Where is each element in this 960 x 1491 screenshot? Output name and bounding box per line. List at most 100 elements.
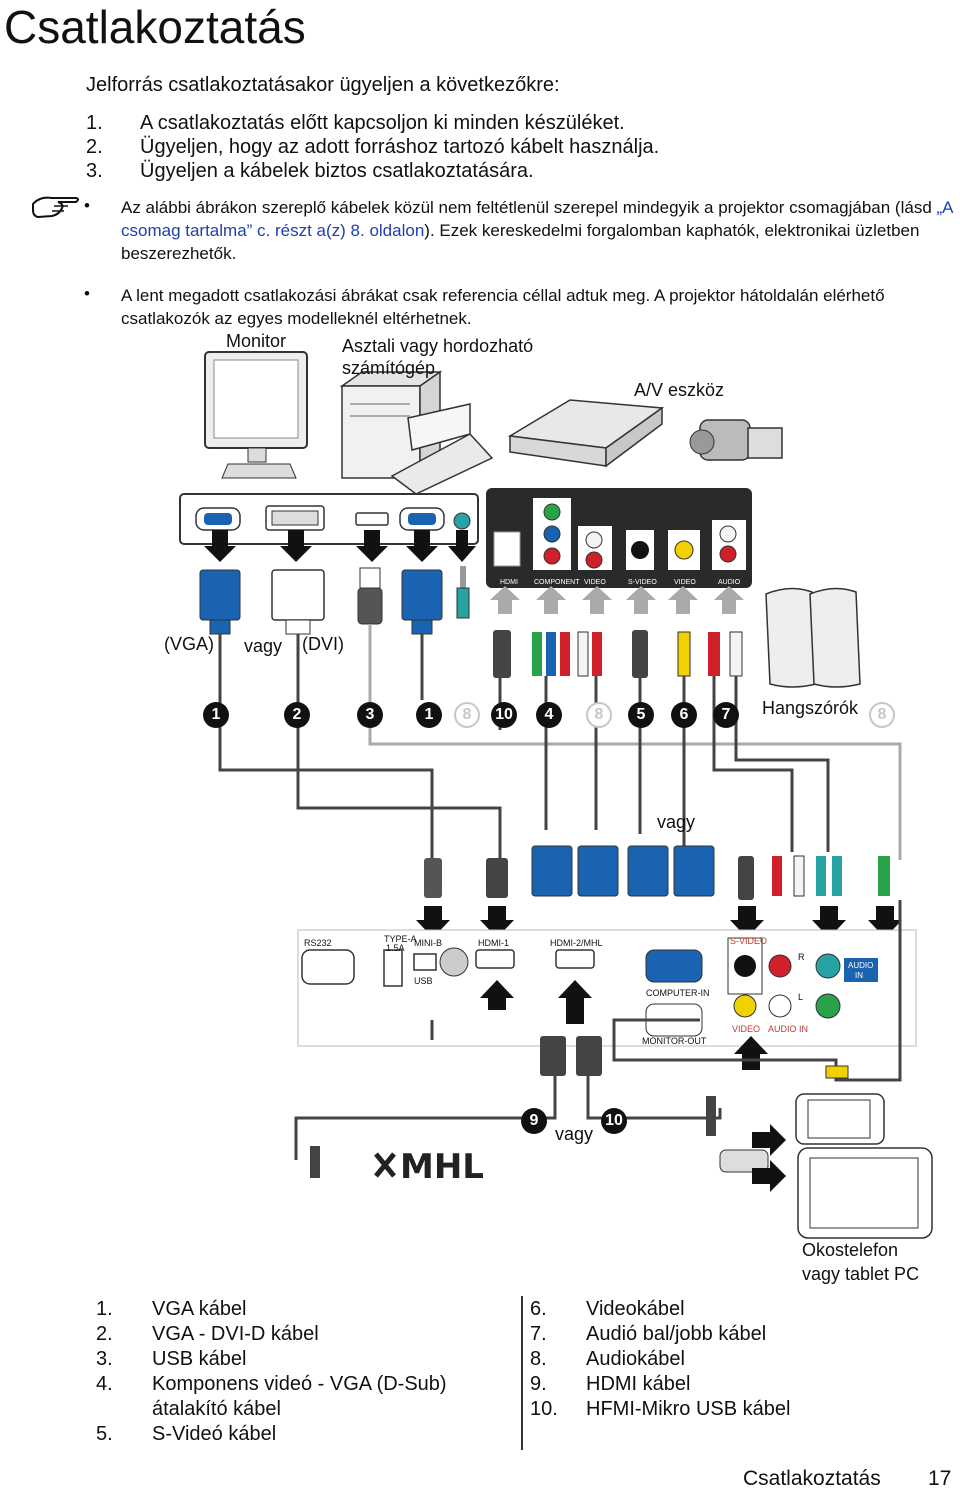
video-plug-yellow (825, 1065, 849, 1079)
typea-current-label: 1.5A (386, 943, 405, 953)
legend-text: Videokábel (586, 1298, 685, 1320)
cable-number: 1 (416, 702, 442, 728)
vga-plug-top-2 (401, 569, 443, 635)
smartphone-label-line2: vagy tablet PC (802, 1264, 920, 1284)
or-label: vagy (657, 812, 696, 832)
computer-label-line1: Asztali vagy hordozható (342, 336, 534, 356)
step-number: 2. (86, 136, 103, 158)
audio-in-badge-label: IN (855, 971, 863, 980)
intro-text: Jelforrás csatlakoztatásakor ügyeljen a … (86, 74, 560, 96)
typea-label: TYPE-A (384, 934, 417, 944)
dvi-plug-top (271, 569, 325, 635)
step-text: Ügyeljen, hogy az adott forráshoz tartoz… (140, 136, 660, 158)
audio-in-port (815, 953, 841, 979)
page-number: 17 (928, 1467, 952, 1490)
audio-l-port (768, 994, 792, 1018)
vga-port-1 (195, 507, 241, 531)
projector-sensor (439, 947, 469, 977)
vga-label: (VGA) (164, 634, 215, 654)
av-plugs-top (493, 630, 743, 678)
legend-number: 4. (96, 1373, 113, 1395)
legend-text: HDMI kábel (586, 1373, 691, 1395)
hdmi1-label: HDMI-1 (478, 938, 509, 948)
audio-out-port (815, 993, 841, 1019)
device-arrows (752, 1124, 786, 1192)
av-hdmi-label: HDMI (500, 579, 518, 586)
vga-plug-top-1 (199, 569, 241, 635)
or-label: vagy (244, 636, 283, 656)
legend-number: 10. (530, 1398, 558, 1420)
monitor-label: Monitor (226, 331, 287, 351)
legend-number: 8. (530, 1348, 547, 1370)
cable-number: 1 (203, 702, 229, 728)
note-cables: Az alábbi ábrákon szereplő kábelek közül… (121, 196, 956, 265)
hdmi1-port (475, 949, 515, 969)
audio-out-jack (453, 512, 471, 530)
hdmi2-label: HDMI-2/MHL (550, 938, 603, 948)
computer-label-line2: számítógép (342, 358, 436, 378)
cable-number: 9 (521, 1108, 547, 1134)
note-text: ). Ezek kereskedelmi forgalomban kapható… (121, 221, 920, 263)
legend-number: 1. (96, 1298, 113, 1320)
note-bullet: • (84, 196, 90, 215)
note-bullet: • (84, 284, 90, 303)
hdmi-plug-10 (576, 1036, 602, 1076)
source-arrows (204, 530, 476, 562)
legend-text: USB kábel (152, 1348, 247, 1370)
video-label: VIDEO (732, 1024, 760, 1034)
rs232-port (301, 949, 355, 985)
audio-in-lr-label: AUDIO IN (768, 1024, 808, 1034)
footer-section: Csatlakoztatás (743, 1467, 881, 1490)
smartphone-label-line1: Okostelefon (802, 1240, 899, 1260)
av-device-label: A/V eszköz (634, 380, 725, 400)
legend-text: Audiokábel (586, 1348, 685, 1370)
vga-port-2 (399, 507, 445, 531)
bottom-plugs (424, 845, 890, 900)
hdmi-plug-9 (540, 1036, 566, 1076)
mhl-dongle-logo: MHL (370, 1146, 550, 1187)
cable-number: 2 (284, 702, 310, 728)
dvi-label: (DVI) (302, 634, 344, 654)
speakers-illustration (765, 587, 861, 688)
audio-in-badge-label: AUDIO (848, 961, 873, 970)
av-video2-label: VIDEO (674, 579, 696, 586)
package-contents-link[interactable]: „A csomag tartalma” c. részt a(z) 8. old… (121, 198, 953, 240)
mini-b-port (413, 953, 437, 971)
audio-r-port (768, 954, 792, 978)
cable-number: 8 (586, 702, 612, 728)
page-title: Csatlakoztatás (4, 1, 306, 53)
note-text: Az alábbi ábrákon szereplő kábelek közül… (121, 198, 937, 217)
legend-text: átalakító kábel (152, 1398, 281, 1420)
mhl-cable-end-right (706, 1096, 716, 1136)
av-hdmi-port (493, 531, 521, 567)
minib-label: MINI-B (414, 938, 442, 948)
legend-number: 9. (530, 1373, 547, 1395)
av-video-label: VIDEO (584, 579, 606, 586)
bottom-arrows (416, 906, 902, 938)
av-audio2-label: AUDIO (718, 579, 741, 586)
or-label: vagy (555, 1124, 594, 1144)
note-hand-icon (32, 196, 79, 219)
legend-text: HFMI-Mikro USB kábel (586, 1398, 791, 1420)
step-number: 3. (86, 160, 103, 182)
dvi-port (265, 505, 325, 531)
monitor-illustration (204, 351, 308, 479)
r-label: R (798, 952, 805, 962)
cable-number: 5 (628, 702, 654, 728)
legend-number: 7. (530, 1323, 547, 1345)
av-arrows (490, 586, 744, 614)
step-text: A csatlakoztatás előtt kapcsoljon ki min… (140, 112, 625, 134)
step-text: Ügyeljen a kábelek biztos csatlakoztatás… (140, 160, 534, 182)
hdmi2-port (555, 949, 595, 969)
legend-text: VGA kábel (152, 1298, 247, 1320)
speakers-label: Hangszórók (762, 698, 859, 718)
mhl-cable-end-left (310, 1146, 320, 1178)
cable-number: 3 (357, 702, 383, 728)
legend-text: S-Videó kábel (152, 1423, 277, 1445)
cable-number: 7 (713, 702, 739, 728)
legend-number: 6. (530, 1298, 547, 1320)
av-svideo-label: S-VIDEO (628, 579, 657, 586)
audio-in-badge (844, 958, 878, 982)
av-component-label: COMPONENT (534, 579, 580, 586)
audio-plug-top (456, 566, 470, 619)
